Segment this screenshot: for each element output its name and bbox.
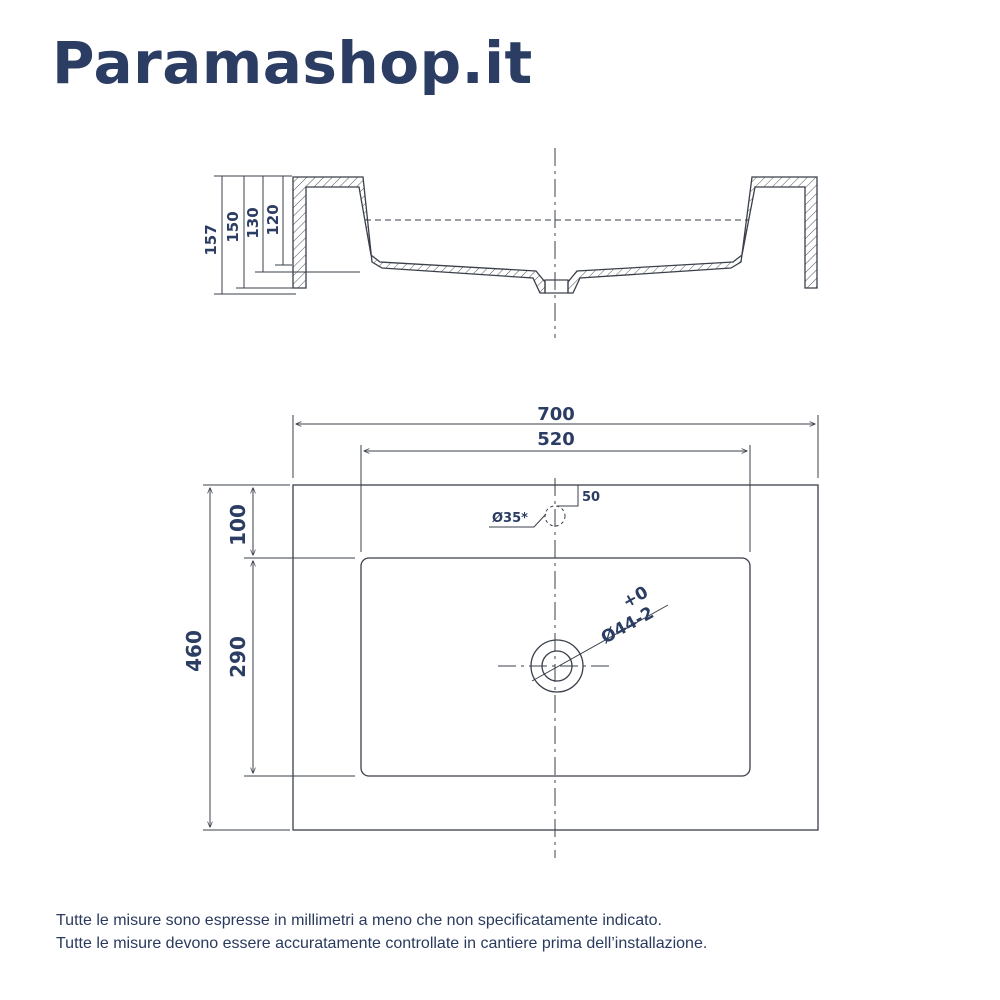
brand-logo: Paramashop.it bbox=[52, 29, 533, 97]
dim-50: 50 bbox=[582, 490, 600, 505]
section-dimensions bbox=[214, 175, 360, 295]
top-v-dimensions bbox=[203, 484, 355, 831]
dim-520: 520 bbox=[537, 429, 575, 450]
section-view: 157 150 130 120 bbox=[202, 148, 818, 338]
tap-hole-label: Ø35* bbox=[492, 511, 528, 526]
dim-100: 100 bbox=[226, 504, 250, 546]
drain-inner bbox=[541, 650, 573, 682]
dim-460: 460 bbox=[182, 630, 206, 672]
tap-offset-dim bbox=[557, 485, 579, 507]
top-h-dimensions bbox=[292, 415, 819, 552]
dim-700: 700 bbox=[537, 404, 575, 425]
dim-157: 157 bbox=[202, 224, 220, 255]
section-drain bbox=[544, 279, 569, 294]
dim-150: 150 bbox=[224, 211, 242, 242]
dim-120: 120 bbox=[264, 204, 282, 235]
top-view: +0 Ø44-2 Ø35* 50 700 520 460 bbox=[182, 404, 819, 858]
section-left-wall bbox=[292, 176, 546, 294]
dim-130: 130 bbox=[244, 207, 262, 238]
drain-outer bbox=[530, 639, 584, 693]
tap-hole bbox=[544, 505, 566, 527]
note-units: Tutte le misure sono espresse in millime… bbox=[56, 912, 662, 929]
note-check: Tutte le misure devono essere accuratame… bbox=[56, 935, 708, 952]
dim-290: 290 bbox=[226, 636, 250, 678]
drain-leader bbox=[531, 604, 669, 682]
section-right-wall bbox=[567, 176, 818, 294]
tap-hole-leader bbox=[489, 513, 547, 528]
